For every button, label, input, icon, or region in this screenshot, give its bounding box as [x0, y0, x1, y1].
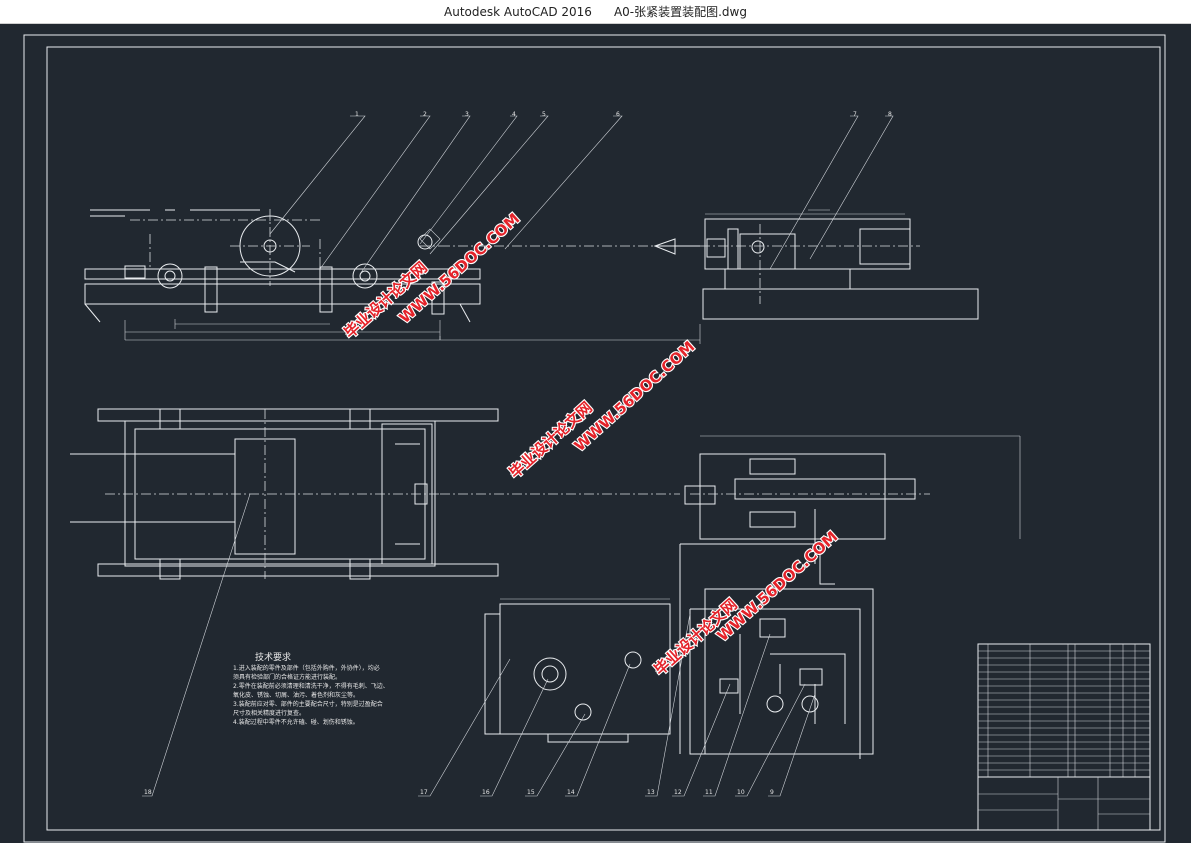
- outer-border: [23, 34, 1166, 843]
- tech-req-line-6: 尺寸及相关精度进行复查。: [233, 709, 305, 717]
- balloon-17: 17: [420, 789, 428, 796]
- balloon-18: 18: [144, 789, 152, 796]
- balloon-2: 2: [423, 111, 427, 118]
- balloon-labels: 1 2 3 4 5 6 7 8 9 10 11 12 13 14 15 16 1…: [144, 111, 892, 796]
- app-title: Autodesk AutoCAD 2016: [444, 4, 592, 19]
- balloon-12: 12: [674, 789, 682, 796]
- balloon-7: 7: [853, 111, 857, 118]
- balloon-3: 3: [465, 111, 469, 118]
- hydraulic-station: [484, 598, 671, 743]
- watermark-brand-3: WWW.56DOC.COM: [714, 527, 842, 644]
- watermark-brand-2: WWW.56DOC.COM: [571, 337, 699, 454]
- balloon-10: 10: [737, 789, 745, 796]
- top-view-assembly: [84, 209, 701, 344]
- balloon-9: 9: [770, 789, 774, 796]
- title-block: [977, 776, 1151, 831]
- window-titlebar: Autodesk AutoCAD 2016 A0-张紧装置装配图.dwg: [0, 0, 1191, 24]
- inner-border: [46, 46, 1161, 831]
- parts-list-table: [977, 643, 1151, 778]
- cable-connector-top: [653, 238, 700, 255]
- plan-view-assembly: [70, 408, 499, 580]
- balloon-14: 14: [567, 789, 575, 796]
- tension-device-plan: [684, 435, 1021, 564]
- balloon-6: 6: [616, 111, 620, 118]
- balloon-11: 11: [705, 789, 713, 796]
- tech-req-line-7: 4.装配过程中零件不允许磕、碰、划伤和锈蚀。: [233, 718, 359, 726]
- leader-lines: [142, 115, 894, 797]
- tech-req-line-2: 须具有检验部门的合格证方能进行装配。: [233, 673, 341, 681]
- tech-req-line-3: 2.零件在装配前必须清理和清洗干净，不得有毛刺、飞边、: [233, 682, 389, 690]
- tension-device-side: [700, 209, 979, 320]
- watermark-2: WWW.56DOC.COM WWW.56DOC.COM: [570, 336, 700, 456]
- balloon-1: 1: [355, 111, 359, 118]
- balloon-15: 15: [527, 789, 535, 796]
- balloon-8: 8: [888, 111, 892, 118]
- hydraulic-schematic: [679, 543, 874, 759]
- watermark-3: WWW.56DOC.COM WWW.56DOC.COM: [713, 526, 843, 646]
- tech-req-line-5: 3.装配前应对零、部件的主要配合尺寸，特别是过盈配合: [233, 700, 383, 708]
- tech-req-heading: 技术要求: [255, 651, 291, 663]
- balloon-4: 4: [512, 111, 516, 118]
- drawing-canvas[interactable]: 技术要求 1.进入装配的零件及部件（包括外购件，外协件），均必 须具有检验部门的…: [0, 24, 1191, 843]
- balloon-5: 5: [542, 111, 546, 118]
- drawing-svg[interactable]: 技术要求 1.进入装配的零件及部件（包括外购件，外协件），均必 须具有检验部门的…: [0, 24, 1191, 843]
- technical-requirements: 技术要求 1.进入装配的零件及部件（包括外购件，外协件），均必 须具有检验部门的…: [233, 651, 389, 726]
- balloon-16: 16: [482, 789, 490, 796]
- tech-req-line-1: 1.进入装配的零件及部件（包括外购件，外协件），均必: [233, 664, 380, 672]
- balloon-13: 13: [647, 789, 655, 796]
- tech-req-line-4: 氧化皮、锈蚀、切屑、油污、着色剂和灰尘等。: [233, 691, 359, 699]
- file-title: A0-张紧装置装配图.dwg: [613, 5, 747, 19]
